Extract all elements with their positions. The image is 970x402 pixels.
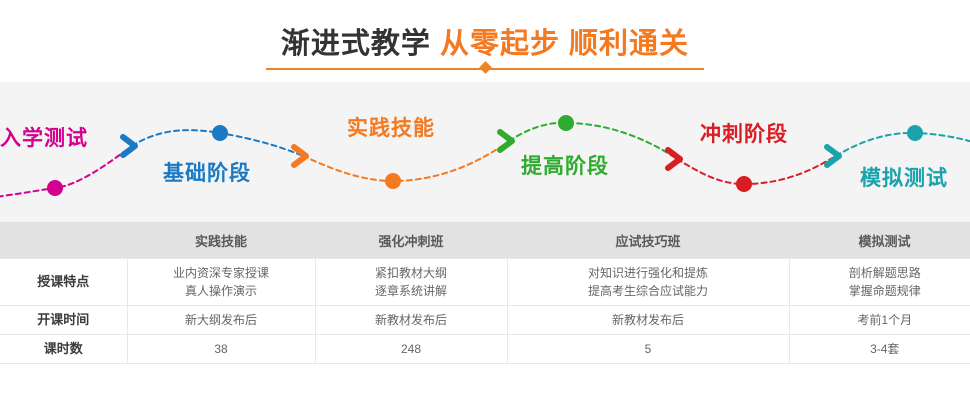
table-cell-r1-c1: 业内资深专家授课真人操作演示 [126,258,316,306]
roadmap-dot-4 [558,115,574,131]
chevron-arrow-red [665,147,683,171]
chevron-arrow-green [497,129,515,153]
cell-line: 考前1个月 [857,313,913,327]
cell-line: 业内资深专家授课 [172,266,269,280]
table-cell-r3-c3: 5 [506,334,790,364]
table-row-header-1: 授课特点 [0,258,128,306]
roadmap-curve [0,115,970,198]
roadmap-dot-2 [212,125,228,141]
cell-line: 对知识进行强化和提炼 [587,266,708,280]
table-row: 开课时间 新大纲发布后 新教材发布后 新教材发布后 考前1个月 [0,305,970,335]
table-cell-r1-c2: 紧扣教材大纲逐章系统讲解 [314,258,508,306]
roadmap-segment-6 [835,131,970,157]
roadmap-segment-5 [676,155,837,186]
table-header-col1: 实践技能 [127,222,315,259]
table-header-col2: 强化冲刺班 [315,222,507,259]
table-cell-r2-c1: 新大纲发布后 [126,305,316,335]
roadmap-stage-label-6: 模拟测试 [860,167,948,190]
cell-line: 剖析解题思路 [848,266,921,280]
roadmap-panel: 入学测试基础阶段 实践技能提高阶段 冲刺阶段模拟测试 [0,82,970,222]
cell-line: 掌握命题规律 [848,284,921,298]
roadmap-stage-label-4: 提高阶段 [521,155,609,178]
table-row: 课时数 38 248 5 3-4套 [0,334,970,364]
table-header-row: 实践技能 强化冲刺班 应试技巧班 模拟测试 [0,222,970,259]
cell-line: 3-4套 [870,342,900,356]
course-comparison-table: 实践技能 强化冲刺班 应试技巧班 模拟测试 授课特点业内资深专家授课真人操作演示… [0,222,970,364]
table-cell-r3-c1: 38 [126,334,316,364]
table-cell-r2-c3: 新教材发布后 [506,305,790,335]
chevron-arrow-orange [291,144,309,168]
cell-line: 5 [644,342,652,356]
page-title-dark: 渐进式教学 [280,28,431,60]
table-row: 授课特点业内资深专家授课真人操作演示紧扣教材大纲逐章系统讲解对知识进行强化和提炼… [0,258,970,306]
table-row-header-2: 开课时间 [0,305,128,335]
roadmap-segment-1 [0,145,133,198]
table-cell-r1-c3: 对知识进行强化和提炼提高考生综合应试能力 [506,258,790,306]
roadmap-dot-6 [907,125,923,141]
roadmap-stage-label-2: 基础阶段 [163,162,251,185]
table-cell-r2-c2: 新教材发布后 [314,305,508,335]
chevron-arrow-teal [824,144,842,168]
cell-line: 248 [400,342,422,356]
page-title: 渐进式教学 从零起步 顺利通关 [0,20,970,62]
table-header-col4: 模拟测试 [789,222,970,259]
cell-line: 逐章系统讲解 [374,284,447,298]
cell-line: 新教材发布后 [611,313,684,327]
roadmap-dot-3 [385,173,401,189]
roadmap-dot-5 [736,176,752,192]
table-row-header-3: 课时数 [0,334,128,364]
table-cell-r3-c2: 248 [314,334,508,364]
cell-line: 38 [214,342,228,356]
roadmap-stage-label-1: 入学测试 [0,127,88,150]
page-title-accent: 从零起步 顺利通关 [440,28,690,60]
cell-line: 新教材发布后 [374,313,447,327]
roadmap-segment-3 [302,140,510,183]
cell-line: 新大纲发布后 [184,313,257,327]
chevron-arrow-blue [120,134,138,158]
table-header-blank [0,222,127,259]
roadmap-dot-1 [47,180,63,196]
roadmap-stage-label-3: 实践技能 [347,117,435,140]
table-cell-r3-c4: 3-4套 [788,334,970,364]
roadmap-stage-label-5: 冲刺阶段 [700,123,788,146]
table-header-col3: 应试技巧班 [507,222,789,259]
table-cell-r2-c4: 考前1个月 [788,305,970,335]
cell-line: 提高考生综合应试能力 [587,284,708,298]
cell-line: 真人操作演示 [184,284,257,298]
diamond-icon [478,61,492,74]
cell-line: 紧扣教材大纲 [374,266,447,280]
title-block: 渐进式教学 从零起步 顺利通关 [0,0,970,82]
table-cell-r1-c4: 剖析解题思路掌握命题规律 [788,258,970,306]
